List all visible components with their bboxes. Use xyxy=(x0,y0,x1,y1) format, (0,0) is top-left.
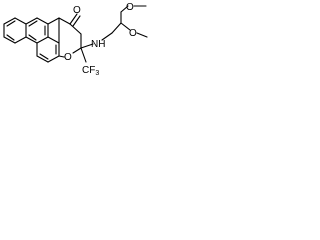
bond xyxy=(58,17,71,25)
bond xyxy=(136,32,148,38)
chromane-aromatic-ring xyxy=(36,36,60,63)
bond-to-cf3 xyxy=(80,47,87,63)
double-bond-inner xyxy=(28,34,37,41)
bond xyxy=(36,17,49,25)
bond xyxy=(101,32,113,41)
ring-oxygen-label: O xyxy=(64,52,72,63)
bond xyxy=(36,36,49,44)
bond xyxy=(47,55,60,63)
bond xyxy=(25,36,38,44)
bond xyxy=(25,17,38,25)
double-bond-inner xyxy=(6,34,15,41)
bond xyxy=(58,55,65,58)
molecule-diagram: O O NH O O CF3 xyxy=(0,0,151,117)
double-bond-inner xyxy=(39,53,49,60)
cf3-label: CF3 xyxy=(82,65,99,77)
methoxy-bottom-oxygen-label: O xyxy=(129,28,137,39)
bond xyxy=(120,22,131,31)
bond xyxy=(14,17,27,25)
carbonyl-oxygen-label: O xyxy=(73,5,81,16)
cf3-main: CF xyxy=(82,65,95,76)
bond xyxy=(3,17,16,25)
naphthalene-middle-ring xyxy=(25,17,49,44)
c2-substituents xyxy=(80,43,94,63)
bond xyxy=(69,13,78,25)
carbonyl-group xyxy=(69,13,81,27)
bond xyxy=(47,36,60,44)
bond-to-nh xyxy=(80,43,94,49)
bond xyxy=(69,23,82,35)
bond xyxy=(111,22,122,34)
cf3-subscript: 3 xyxy=(95,70,99,77)
amine-label: NH xyxy=(91,39,105,50)
double-bond-inner xyxy=(28,20,38,27)
bond xyxy=(3,36,16,44)
bond xyxy=(47,17,60,25)
double-bond xyxy=(72,15,81,27)
pyranone-ring xyxy=(47,17,82,58)
side-chain xyxy=(101,5,148,41)
bond xyxy=(72,47,82,54)
double-bond-inner xyxy=(6,20,16,27)
structure-drawing: O O NH O O CF3 xyxy=(3,2,148,77)
bond xyxy=(120,5,129,13)
bond xyxy=(14,36,27,44)
naphthalene-left-ring xyxy=(3,17,27,44)
bond xyxy=(36,55,49,63)
methoxy-top-oxygen-label: O xyxy=(126,2,134,13)
